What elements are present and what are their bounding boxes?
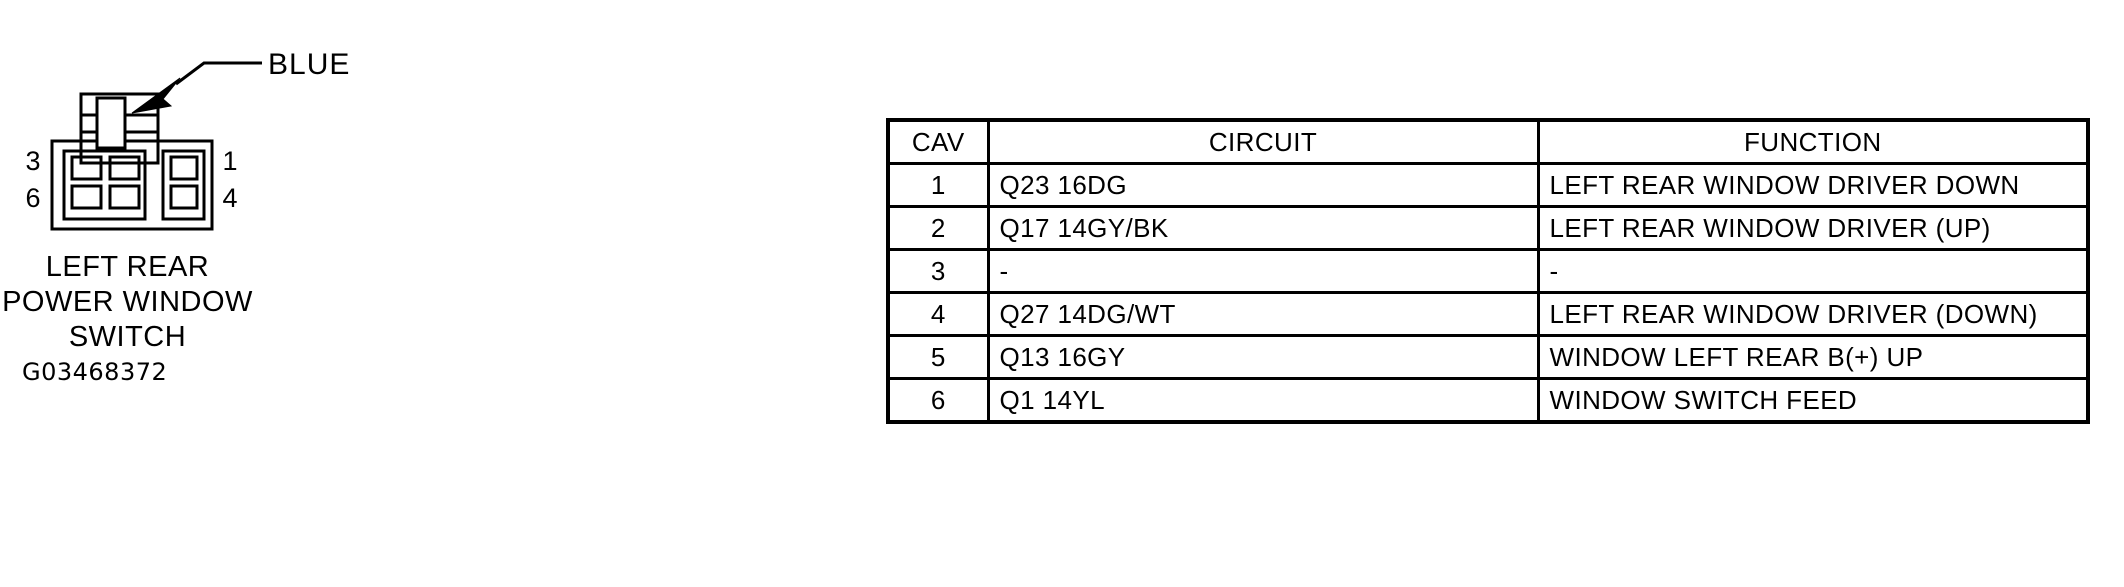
column-header-circuit: CIRCUIT xyxy=(986,118,1540,165)
cavity-terminal-2 xyxy=(108,155,141,181)
column-header-function: FUNCTION xyxy=(1536,118,2090,165)
cavity-terminal-6 xyxy=(70,184,103,210)
cavity-number-6: 6 xyxy=(25,183,41,213)
cell-cav: 1 xyxy=(886,162,990,208)
pinout-table: CAV CIRCUIT FUNCTION 1 Q23 16DG LEFT REA… xyxy=(886,118,2090,424)
caption-line-1: LEFT REAR xyxy=(45,251,210,283)
cell-circuit: Q17 14GY/BK xyxy=(986,205,1540,251)
cell-function: WINDOW LEFT REAR B(+) UP xyxy=(1536,334,2090,380)
caption-line-2: POWER WINDOW xyxy=(2,286,253,318)
cell-circuit: Q23 16DG xyxy=(986,162,1540,208)
cell-cav: 3 xyxy=(886,248,990,294)
cell-cav: 2 xyxy=(886,205,990,251)
cell-circuit: Q27 14DG/WT xyxy=(986,291,1540,337)
caption-line-3: SWITCH xyxy=(68,321,187,353)
table-row: 4 Q27 14DG/WT LEFT REAR WINDOW DRIVER (D… xyxy=(886,291,2090,337)
column-header-cav: CAV xyxy=(886,118,990,165)
table-header-row: CAV CIRCUIT FUNCTION xyxy=(886,118,2090,165)
connector-diagram-panel: BLUE 3 6 1 4 LEFT REAR POWER WINDOW SWIT… xyxy=(0,0,640,587)
cell-circuit: Q13 16GY xyxy=(986,334,1540,380)
cavity-terminal-3 xyxy=(70,155,103,181)
cavity-group-right xyxy=(161,149,206,221)
cell-function: LEFT REAR WINDOW DRIVER (UP) xyxy=(1536,205,2090,251)
table-row: 1 Q23 16DG LEFT REAR WINDOW DRIVER DOWN xyxy=(886,162,2090,208)
cavity-terminal-5 xyxy=(108,184,141,210)
wire-callout-leader xyxy=(131,61,262,114)
table-row: 3 - - xyxy=(886,248,2090,294)
cavity-number-1: 1 xyxy=(222,146,238,176)
cavity-group-left xyxy=(62,149,147,221)
cell-cav: 5 xyxy=(886,334,990,380)
cell-function: WINDOW SWITCH FEED xyxy=(1536,377,2090,424)
table-row: 2 Q17 14GY/BK LEFT REAR WINDOW DRIVER (U… xyxy=(886,205,2090,251)
cell-function: LEFT REAR WINDOW DRIVER DOWN xyxy=(1536,162,2090,208)
cell-function: - xyxy=(1536,248,2090,294)
cell-circuit: Q1 14YL xyxy=(986,377,1540,424)
table-row: 5 Q13 16GY WINDOW LEFT REAR B(+) UP xyxy=(886,334,2090,380)
cell-cav: 4 xyxy=(886,291,990,337)
connector-body-outline xyxy=(50,139,214,231)
cell-function: LEFT REAR WINDOW DRIVER (DOWN) xyxy=(1536,291,2090,337)
connector-latch-tower xyxy=(79,92,160,150)
cavity-terminal-4 xyxy=(169,184,199,210)
cell-circuit: - xyxy=(986,248,1540,294)
cavity-number-4: 4 xyxy=(222,183,238,213)
wire-color-label: BLUE xyxy=(268,48,351,81)
table-row: 6 Q1 14YL WINDOW SWITCH FEED xyxy=(886,377,2090,424)
diagram-id-code: G03468372 xyxy=(22,358,168,386)
pinout-table-body: 1 Q23 16DG LEFT REAR WINDOW DRIVER DOWN … xyxy=(886,162,2090,424)
cell-cav: 6 xyxy=(886,377,990,424)
connector-drawing xyxy=(50,61,262,231)
cavity-terminal-1 xyxy=(169,155,199,181)
cavity-number-3: 3 xyxy=(25,146,41,176)
connector-caption: LEFT REAR POWER WINDOW SWITCH xyxy=(0,250,255,355)
pinout-table-container: CAV CIRCUIT FUNCTION 1 Q23 16DG LEFT REA… xyxy=(886,118,2090,424)
